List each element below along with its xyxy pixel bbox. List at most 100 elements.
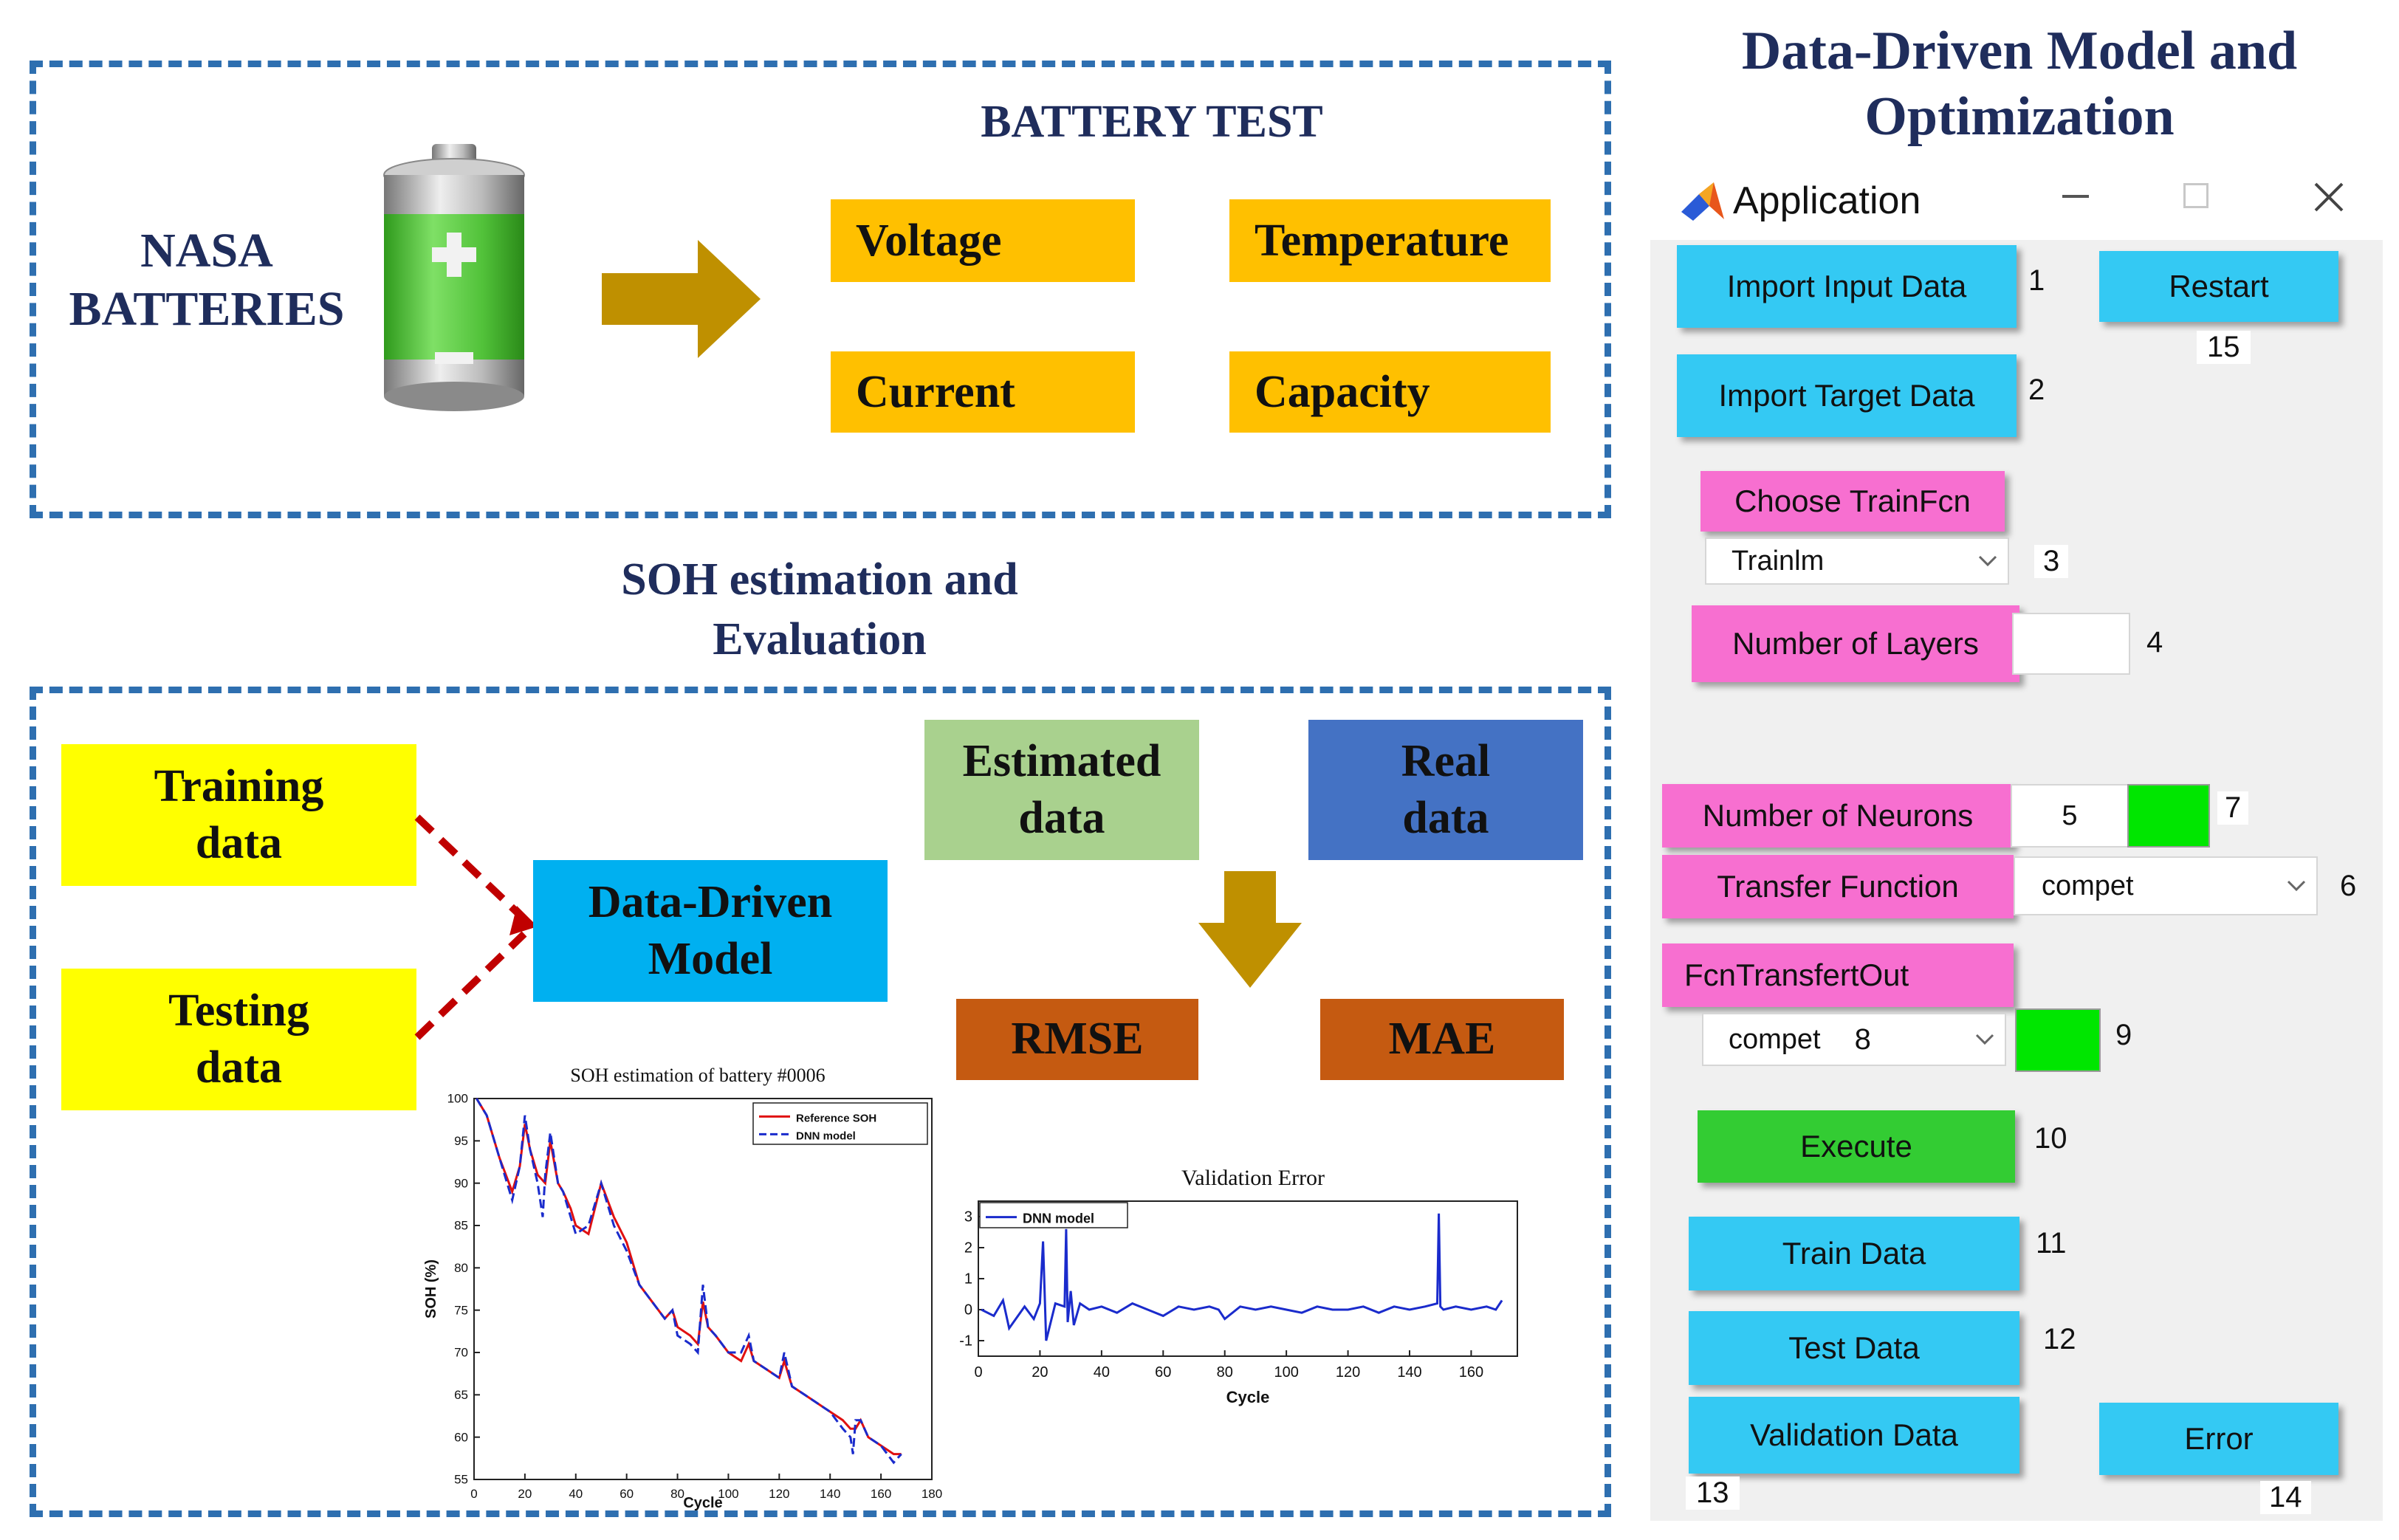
y-tick-label: 90 xyxy=(454,1176,468,1190)
execute-button[interactable]: Execute xyxy=(1698,1110,2015,1183)
down-arrow-icon xyxy=(1198,871,1302,988)
mae-box: MAE xyxy=(1320,999,1564,1080)
series-line-0 xyxy=(981,1213,1503,1341)
x-tick-label: 0 xyxy=(974,1364,982,1381)
nasa-label: NASA BATTERIES xyxy=(69,224,345,337)
x-tick-label: 160 xyxy=(1459,1364,1483,1381)
neurons-input[interactable]: 5 xyxy=(2011,784,2129,848)
legend-entry: DNN model xyxy=(796,1130,856,1143)
capacity-box: Capacity xyxy=(1229,351,1551,433)
x-tick-label: 20 xyxy=(518,1487,532,1501)
label-12: 12 xyxy=(2043,1323,2076,1355)
label-6: 6 xyxy=(2340,870,2357,902)
legend-entry: DNN model xyxy=(1023,1211,1094,1226)
y-tick-label: 70 xyxy=(454,1346,468,1360)
x-tick-label: 40 xyxy=(1094,1364,1110,1381)
close-icon[interactable] xyxy=(2313,182,2344,213)
test-data-button[interactable]: Test Data xyxy=(1689,1311,2019,1385)
y-tick-label: 100 xyxy=(447,1092,468,1106)
x-tick-label: 20 xyxy=(1032,1364,1048,1381)
x-tick-label: 180 xyxy=(921,1487,942,1501)
label-15: 15 xyxy=(2197,331,2251,364)
label-2: 2 xyxy=(2028,374,2045,406)
x-tick-label: 60 xyxy=(620,1487,634,1501)
error-button[interactable]: Error xyxy=(2099,1403,2338,1475)
fcn-out-badge: 8 xyxy=(1854,1022,1871,1056)
import-target-button[interactable]: Import Target Data xyxy=(1677,354,2017,437)
right-arrow-icon xyxy=(602,240,761,358)
plot-frame xyxy=(473,1098,933,1480)
fcn-transfert-out-button[interactable]: FcnTransfertOut xyxy=(1662,943,2014,1007)
label-11: 11 xyxy=(2036,1227,2067,1259)
x-axis-label: Cycle xyxy=(683,1495,722,1511)
current-box: Current xyxy=(831,351,1135,433)
y-tick-label: 80 xyxy=(454,1261,468,1275)
x-tick-label: 80 xyxy=(1217,1364,1233,1381)
label-13: 13 xyxy=(1686,1477,1740,1510)
fcn-out-value: compet xyxy=(1729,1023,1821,1055)
legend-entry: Reference SOH xyxy=(796,1113,876,1125)
matlab-logo-icon xyxy=(1681,182,1724,221)
train-data-button[interactable]: Train Data xyxy=(1689,1217,2019,1290)
app-window: Application Import Input Data 1 Restart … xyxy=(1650,148,2389,1521)
transfer-function-value: compet xyxy=(2042,870,2134,901)
soh-heading: SOH estimation and Evaluation xyxy=(621,554,1018,664)
maximize-icon[interactable] xyxy=(2183,183,2208,208)
x-tick-label: 0 xyxy=(470,1487,477,1501)
x-tick-label: 140 xyxy=(820,1487,840,1501)
temperature-box: Temperature xyxy=(1229,199,1551,282)
y-axis-label: SOH (%) xyxy=(423,1259,439,1319)
layers-input[interactable] xyxy=(2012,613,2130,675)
x-tick-label: 160 xyxy=(871,1487,891,1501)
y-tick-label: -1 xyxy=(959,1333,972,1350)
fcn-transfert-out-select[interactable]: compet 8 xyxy=(1702,1013,2006,1066)
y-tick-label: 1 xyxy=(964,1271,972,1288)
legend-box xyxy=(752,1102,928,1145)
out-color-swatch xyxy=(2015,1008,2101,1072)
transfer-function-select[interactable]: compet xyxy=(2014,856,2318,915)
label-7: 7 xyxy=(2217,791,2249,825)
x-tick-label: 140 xyxy=(1397,1364,1421,1381)
label-10: 10 xyxy=(2034,1122,2067,1155)
chevron-down-icon xyxy=(2287,880,2306,892)
neurons-color-swatch xyxy=(2127,784,2210,848)
battery-test-panel xyxy=(30,61,1611,518)
y-tick-label: 60 xyxy=(454,1430,468,1444)
label-1: 1 xyxy=(2028,264,2045,297)
y-tick-label: 75 xyxy=(454,1303,468,1317)
trainfcn-select[interactable]: Trainlm xyxy=(1705,537,2009,585)
rmse-box: RMSE xyxy=(956,999,1198,1080)
input-arrows xyxy=(414,814,538,1040)
window-title: Application xyxy=(1733,179,1921,222)
choose-trainfcn-button[interactable]: Choose TrainFcn xyxy=(1700,471,2005,532)
restart-button[interactable]: Restart xyxy=(2099,251,2338,322)
transfer-function-button[interactable]: Transfer Function xyxy=(1662,855,2014,918)
y-tick-label: 85 xyxy=(454,1219,468,1233)
chevron-down-icon xyxy=(1975,1034,1994,1045)
number-of-neurons-button[interactable]: Number of Neurons xyxy=(1662,784,2014,848)
x-tick-label: 80 xyxy=(670,1487,684,1501)
x-tick-label: 120 xyxy=(769,1487,789,1501)
validation-data-button[interactable]: Validation Data xyxy=(1689,1397,2019,1474)
label-9: 9 xyxy=(2115,1019,2132,1051)
legend-box xyxy=(979,1202,1128,1228)
series-line-1 xyxy=(476,1098,902,1465)
x-tick-label: 120 xyxy=(1336,1364,1360,1381)
battery-icon xyxy=(383,144,525,411)
voltage-box: Voltage xyxy=(831,199,1135,282)
y-tick-label: 95 xyxy=(454,1134,468,1148)
battery-test-title: BATTERY TEST xyxy=(981,97,1323,147)
neurons-input-value: 5 xyxy=(2062,800,2078,831)
number-of-layers-button[interactable]: Number of Layers xyxy=(1692,605,2019,682)
import-input-button[interactable]: Import Input Data xyxy=(1677,245,2017,328)
y-tick-label: 0 xyxy=(964,1302,972,1319)
minimize-icon[interactable] xyxy=(2062,195,2089,198)
series-line-0 xyxy=(476,1098,902,1456)
chart-title: SOH estimation of battery #0006 xyxy=(570,1065,825,1086)
label-14: 14 xyxy=(2260,1481,2311,1514)
